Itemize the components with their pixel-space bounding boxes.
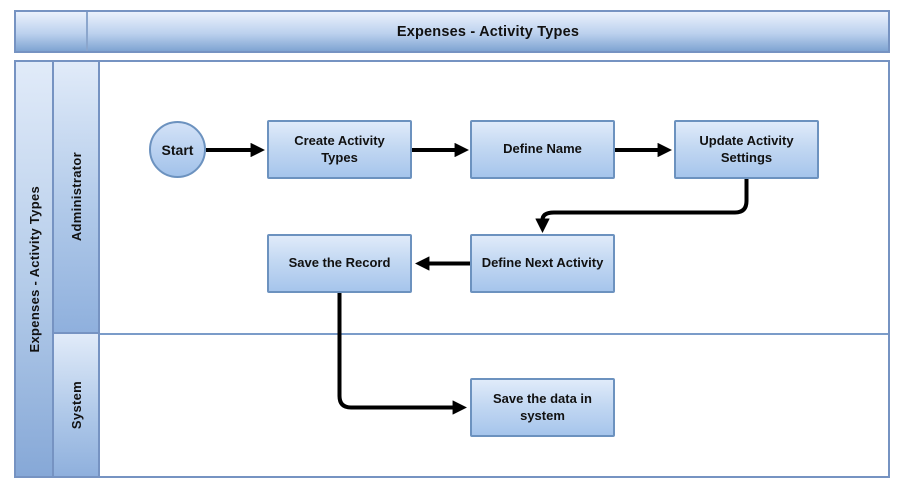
lane-label-column: Administrator System (54, 62, 100, 476)
lane-divider-line (100, 333, 888, 335)
task-update-activity-settings: Update Activity Settings (674, 120, 819, 179)
lane-label-administrator: Administrator (54, 62, 100, 334)
task-save-the-data-in-system: Save the data in system (470, 378, 615, 437)
task-label: Define Name (503, 141, 582, 157)
pool-label-column: Expenses - Activity Types (16, 62, 54, 476)
lane-system-text: System (68, 380, 84, 430)
lane-administrator-text: Administrator (68, 152, 84, 242)
pool-title: Expenses - Activity Types (396, 23, 580, 40)
task-define-next-activity: Define Next Activity (470, 234, 615, 293)
lane-label-system: System (54, 334, 100, 476)
task-create-activity-types: Create Activity Types (267, 120, 412, 179)
task-label: Save the Record (288, 255, 391, 271)
start-event-label: Start (161, 141, 194, 158)
pool-label-text: Expenses - Activity Types (26, 185, 42, 353)
swimlane-pool: Expenses - Activity Types Administrator … (14, 60, 890, 478)
task-label: Save the data in system (493, 390, 592, 423)
start-event: Start (149, 121, 206, 178)
task-label: Define Next Activity (481, 255, 604, 271)
task-label: Create Activity Types (294, 132, 385, 165)
connector-update-to-define-next (535, 179, 749, 233)
pool-title-corner-cell (16, 12, 88, 51)
diagram-content-area: Start Create Activity Types Define Name … (100, 62, 888, 476)
pool-title-bar: Expenses - Activity Types (14, 10, 890, 53)
task-label: Update Activity Settings (699, 132, 794, 165)
task-save-the-record: Save the Record (267, 234, 412, 293)
task-define-name: Define Name (470, 120, 615, 179)
connector-save-record-to-save-data (337, 293, 467, 415)
